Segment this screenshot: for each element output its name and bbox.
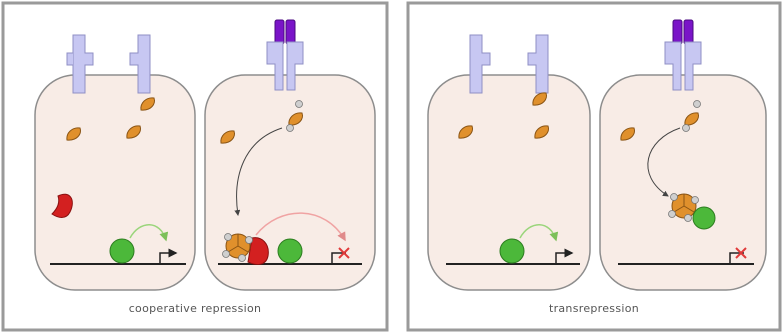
receptor-icon [66,34,94,94]
caption-cooperative-repression: cooperative repression [128,302,262,315]
caption-transrepression: transrepression [548,302,640,315]
activation-arrow [129,224,169,242]
translocation-arrow [234,127,283,216]
promoter-arrow-icon [729,252,744,264]
cell-right-active [599,19,767,291]
cell-left-inactive [34,34,196,291]
block-x-icon [735,247,747,259]
blocked-activation-arrow [255,212,346,242]
green-factor-icon [499,238,525,264]
red-factor-icon [247,237,269,265]
activation-arrow [519,224,559,242]
receptor-icon [129,34,151,94]
green-factor-icon [277,238,303,264]
cell-left-active [204,19,376,291]
translocation-arrow [647,127,681,197]
promoter-arrow-icon [331,252,346,264]
block-x-icon [338,247,350,259]
green-factor-icon [692,206,716,230]
promoter-arrow-icon [555,248,574,264]
cell-right-inactive [427,34,591,291]
green-factor-icon [109,238,135,264]
red-factor-icon [51,193,73,218]
receptor-icon [469,34,491,94]
promoter-arrow-icon [159,248,178,264]
